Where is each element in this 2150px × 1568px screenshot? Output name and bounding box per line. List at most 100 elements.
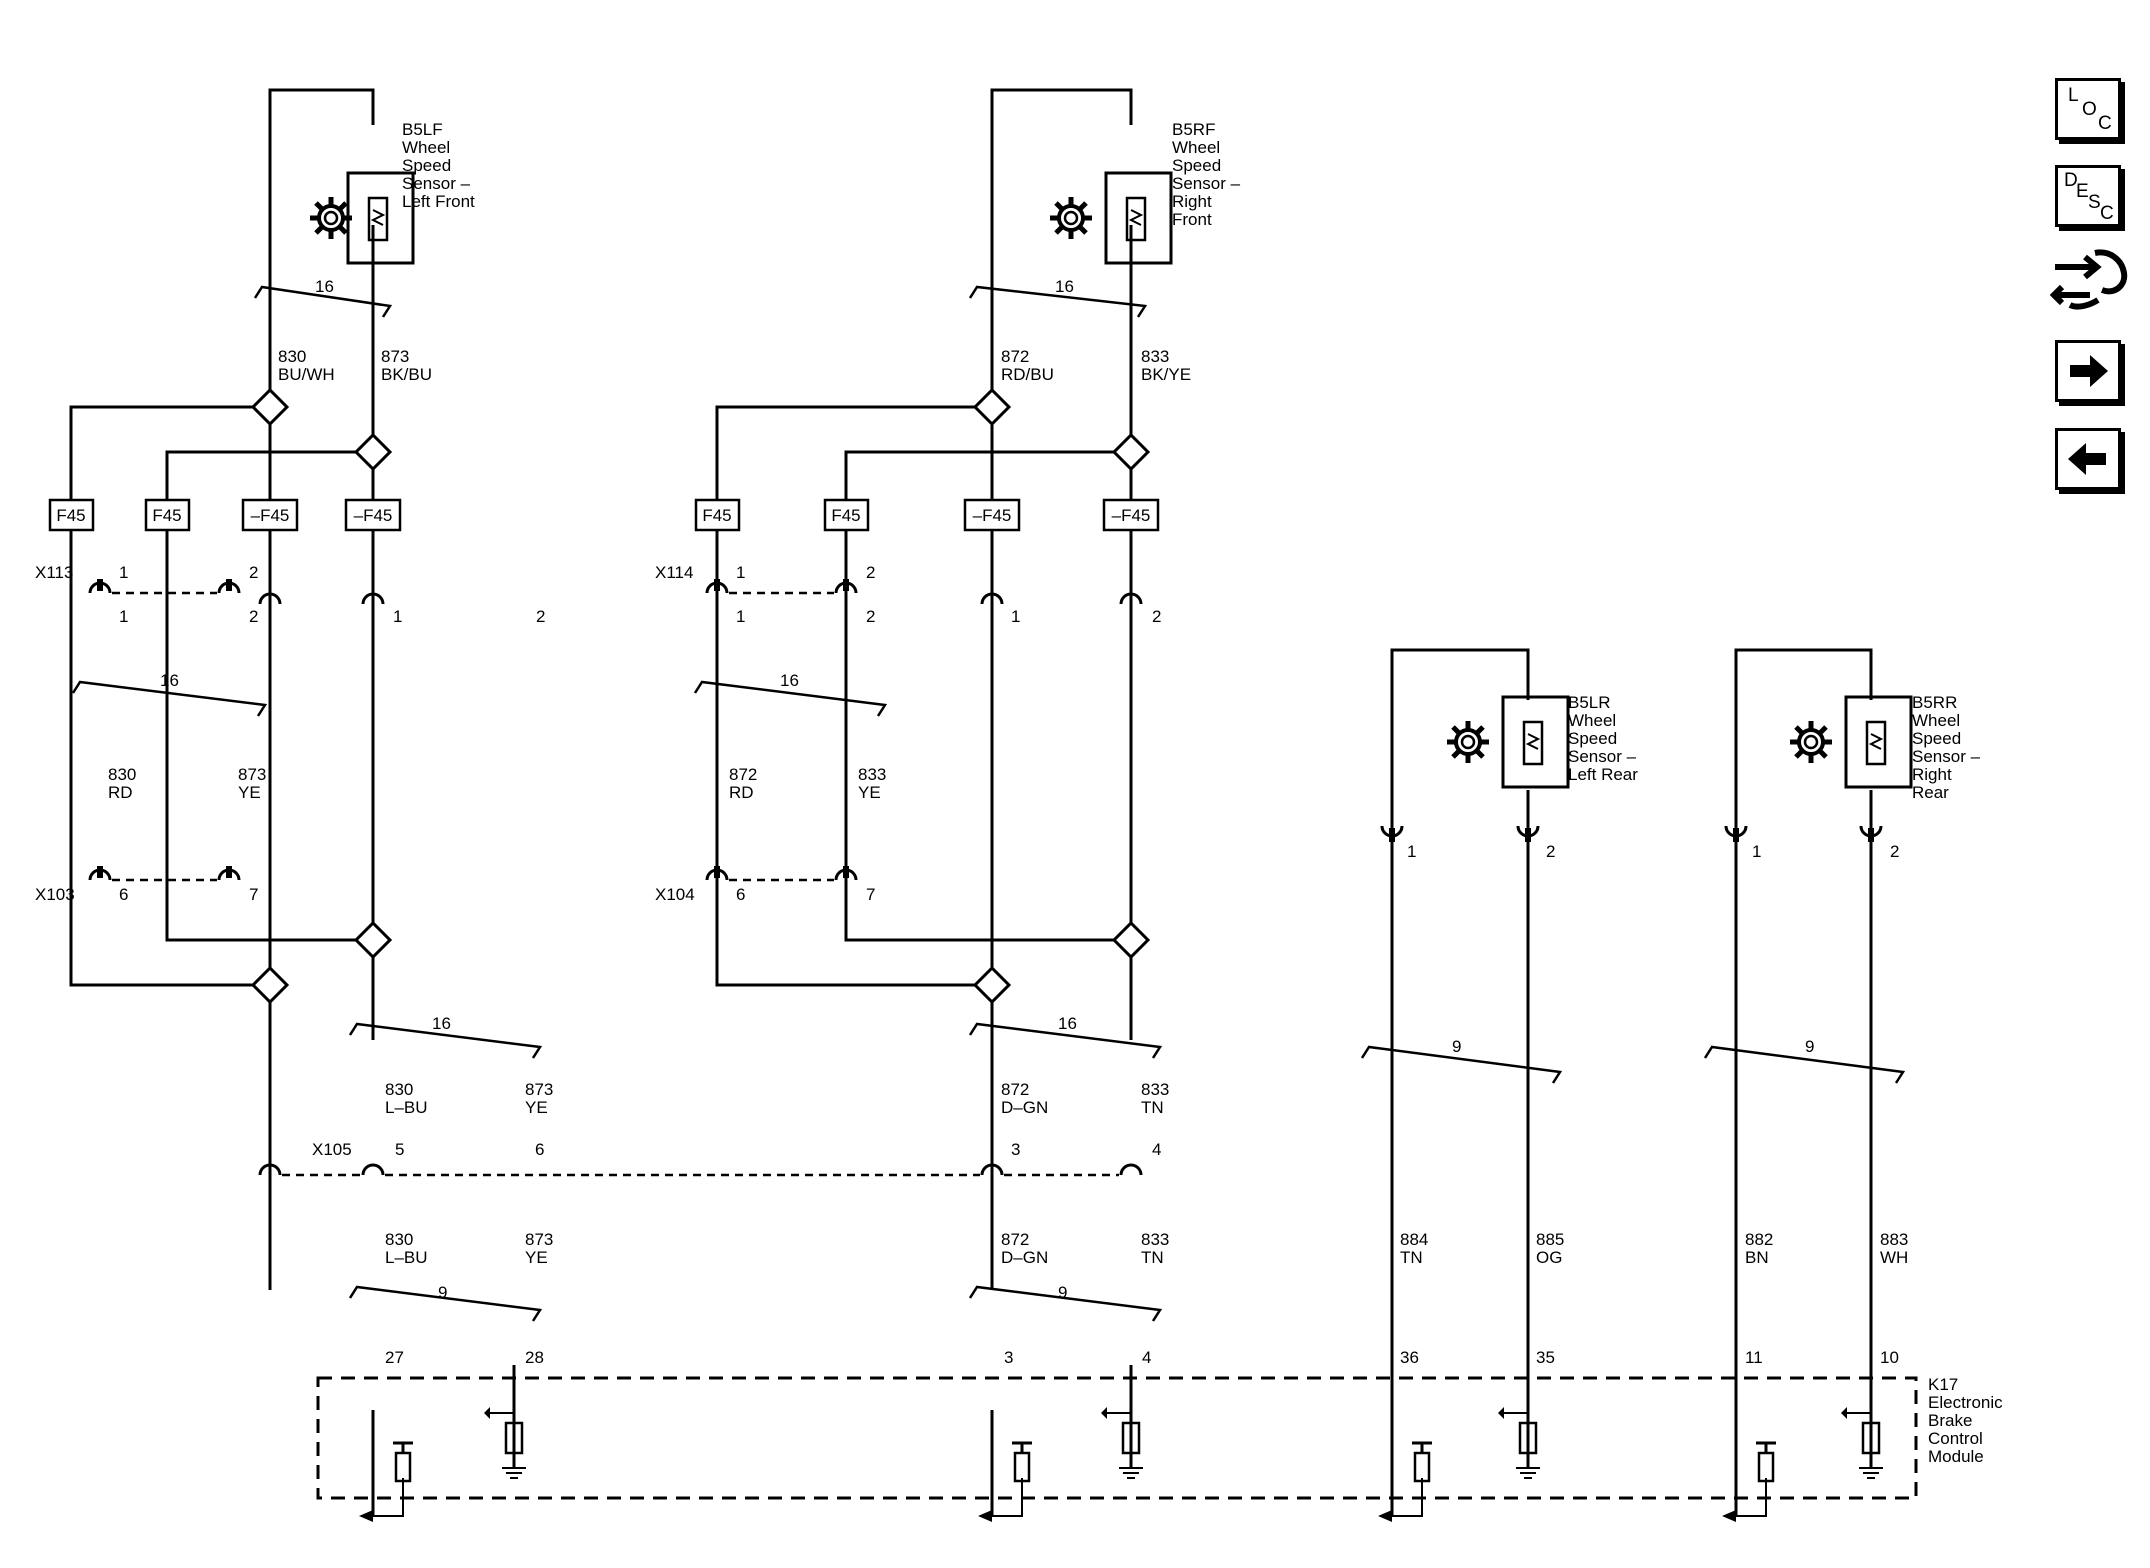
pin-number: 4 xyxy=(1152,1140,1161,1159)
ebcm-module: K17 Electronic Brake Control Module xyxy=(316,1363,2003,1524)
loc-button[interactable]: L O C xyxy=(2055,78,2121,140)
terminal-icon xyxy=(1724,824,1748,844)
pin-number: 6 xyxy=(119,885,128,904)
connector-label: X104 xyxy=(655,885,695,904)
circuit-number: 873 xyxy=(525,1230,553,1249)
sensor-id: B5RF xyxy=(1172,120,1215,139)
pin-number: 3 xyxy=(1004,1348,1013,1367)
wire-color: TN xyxy=(1400,1248,1423,1267)
sensor-desc: Rear xyxy=(1912,783,1949,802)
pin-number: 1 xyxy=(119,563,128,582)
option-box: F45 xyxy=(144,498,191,532)
svg-text:F45: F45 xyxy=(152,506,181,525)
circuit-number: 873 xyxy=(238,765,266,784)
svg-text:F45: F45 xyxy=(831,506,860,525)
pin-number: 1 xyxy=(1011,607,1020,626)
pin-number: 1 xyxy=(1407,842,1416,861)
circuit-number: 873 xyxy=(525,1080,553,1099)
option-box: F45 xyxy=(694,498,741,532)
wire-color: BK/BU xyxy=(381,365,432,384)
sensor-element-icon xyxy=(1501,695,1570,789)
circuit-number: 833 xyxy=(1141,1230,1169,1249)
circuit-number: 872 xyxy=(729,765,757,784)
circuit-number: 882 xyxy=(1745,1230,1773,1249)
pin-number: 10 xyxy=(1880,1348,1899,1367)
wire-color: TN xyxy=(1141,1248,1164,1267)
previous-button[interactable] xyxy=(2055,428,2121,490)
wire-color: L–BU xyxy=(385,1098,428,1117)
wire-gauge: 16 xyxy=(1055,277,1074,296)
connector-flow-icon[interactable] xyxy=(2049,245,2130,320)
sensor-desc: Left Rear xyxy=(1568,765,1638,784)
harness-bundle xyxy=(253,285,393,318)
left-rear-circuit: B5LR Wheel Speed Sensor – Left Rear 1 2 … xyxy=(1360,648,1638,1470)
option-box: –F45 xyxy=(1102,498,1160,532)
wire-color: OG xyxy=(1536,1248,1562,1267)
svg-text:–F45: –F45 xyxy=(973,506,1012,525)
option-box: –F45 xyxy=(344,498,402,532)
wire-gauge: 16 xyxy=(160,671,179,690)
pin-number: 1 xyxy=(1752,842,1761,861)
wire-color: L–BU xyxy=(385,1248,428,1267)
pin-number: 2 xyxy=(866,563,875,582)
connector-label: X103 xyxy=(35,885,75,904)
module-input-icon xyxy=(1376,1408,1434,1524)
pin-number: 28 xyxy=(525,1348,544,1367)
circuit-number: 833 xyxy=(1141,1080,1169,1099)
harness-bundle xyxy=(1360,1045,1563,1084)
circuit-number: 872 xyxy=(1001,347,1029,366)
module-desc: Module xyxy=(1928,1447,1984,1466)
sensor-desc: Speed xyxy=(1912,729,1961,748)
option-box: –F45 xyxy=(241,498,299,532)
sensor-desc: Wheel xyxy=(1912,711,1960,730)
harness-bundle xyxy=(968,1285,1163,1322)
sensor-desc: Right xyxy=(1912,765,1952,784)
option-box: –F45 xyxy=(963,498,1021,532)
sensor-id: B5RR xyxy=(1912,693,1957,712)
splice-icon xyxy=(1112,433,1150,471)
splice-icon xyxy=(251,388,289,426)
wire-color: BN xyxy=(1745,1248,1769,1267)
harness-bundle xyxy=(348,1022,543,1059)
pin-number: 2 xyxy=(536,607,545,626)
pin-number: 6 xyxy=(535,1140,544,1159)
sensor-desc: Right xyxy=(1172,192,1212,211)
module-input-icon xyxy=(1720,1408,1778,1524)
terminal-icon xyxy=(1119,1163,1143,1177)
sensor-desc: Speed xyxy=(1568,729,1617,748)
circuit-number: 833 xyxy=(1141,347,1169,366)
sensor-element-icon xyxy=(1844,695,1913,789)
svg-text:–F45: –F45 xyxy=(354,506,393,525)
pin-number: 6 xyxy=(736,885,745,904)
terminal-icon xyxy=(88,577,112,595)
harness-bundle xyxy=(1703,1045,1906,1084)
module-input-icon xyxy=(1839,1363,1885,1480)
wire-gauge: 9 xyxy=(1058,1283,1067,1302)
sensor-id: B5LF xyxy=(402,120,443,139)
circuit-number: 830 xyxy=(108,765,136,784)
pin-number: 5 xyxy=(395,1140,404,1159)
wire-color: RD xyxy=(108,783,133,802)
terminal-icon xyxy=(217,577,241,595)
sensor-id: B5LR xyxy=(1568,693,1611,712)
harness-bundle xyxy=(968,285,1148,318)
wire-color: RD xyxy=(729,783,754,802)
pin-number: 3 xyxy=(1011,1140,1020,1159)
pin-number: 1 xyxy=(736,607,745,626)
wire-gauge: 16 xyxy=(780,671,799,690)
pin-number: 1 xyxy=(393,607,402,626)
circuit-number: 873 xyxy=(381,347,409,366)
wire-gauge: 16 xyxy=(432,1014,451,1033)
circuit-number: 884 xyxy=(1400,1230,1428,1249)
pin-number: 1 xyxy=(119,607,128,626)
circuit-number: 885 xyxy=(1536,1230,1564,1249)
next-button[interactable] xyxy=(2055,340,2121,402)
module-id: K17 xyxy=(1928,1375,1958,1394)
circuit-number: 872 xyxy=(1001,1230,1029,1249)
desc-button[interactable]: D E S C xyxy=(2055,165,2121,227)
module-input-icon xyxy=(357,1408,415,1524)
terminal-icon xyxy=(834,864,858,882)
sensor-desc: Front xyxy=(1172,210,1212,229)
pin-number: 2 xyxy=(1152,607,1161,626)
pin-number: 4 xyxy=(1142,1348,1151,1367)
